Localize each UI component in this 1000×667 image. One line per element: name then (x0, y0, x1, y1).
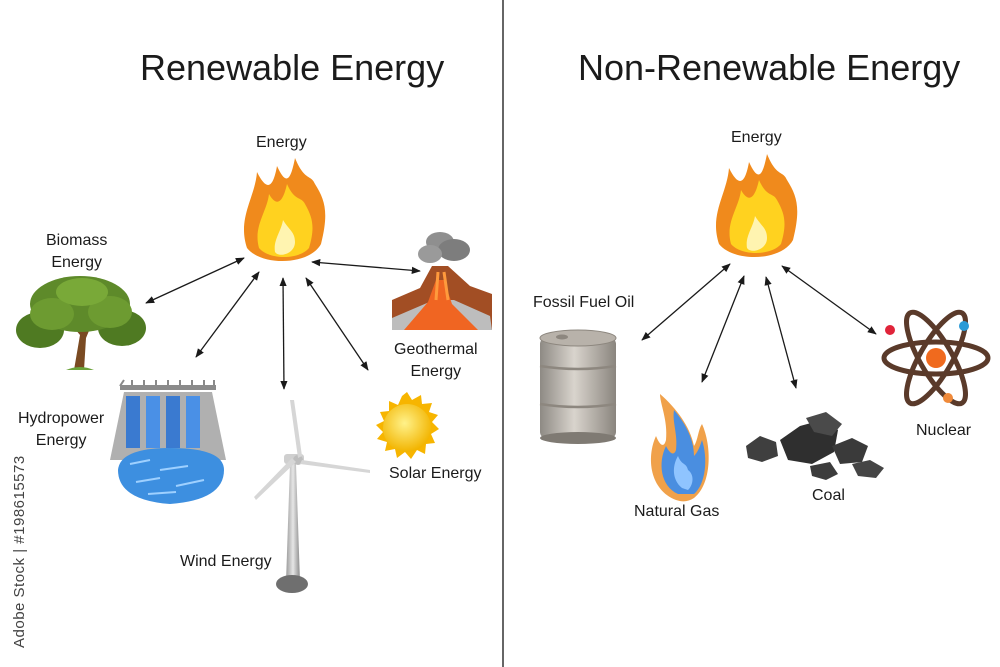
natural-gas-flame-icon (650, 394, 709, 502)
arrow-oil (641, 263, 731, 341)
non-renewable-energy-label: Energy (731, 129, 782, 146)
dam-icon (110, 379, 226, 504)
nuclear-label: Nuclear (916, 422, 972, 439)
arrow-coal (764, 276, 798, 389)
hydropower-label: Hydropower Energy (18, 410, 105, 449)
energy-flame-icon-right (715, 154, 798, 258)
arrow-hydropower (195, 271, 260, 358)
biomass-label: Biomass Energy (46, 232, 108, 271)
non-renewable-title: Non-Renewable Energy (578, 47, 961, 88)
stock-watermark: Adobe Stock | #198615573 (11, 455, 28, 648)
atom-icon (881, 309, 991, 407)
arrow-wind (279, 277, 288, 390)
oil-barrel-icon (539, 329, 617, 444)
arrow-nuclear (781, 265, 877, 335)
sun-icon (376, 392, 439, 459)
volcano-icon (392, 232, 492, 330)
tree-icon (16, 276, 146, 370)
energy-flame-icon (243, 158, 326, 262)
arrow-biomass (145, 257, 245, 304)
gas-label: Natural Gas (634, 503, 720, 520)
wind-turbine-icon (254, 400, 370, 593)
geothermal-label: Geothermal Energy (394, 341, 478, 380)
coal-label: Coal (812, 487, 845, 504)
solar-label: Solar Energy (389, 465, 482, 482)
renewable-energy-label: Energy (256, 134, 307, 151)
arrow-gas (701, 275, 745, 383)
wind-label: Wind Energy (180, 553, 272, 570)
arrow-solar (305, 277, 369, 371)
arrow-geothermal (311, 259, 421, 274)
oil-label: Fossil Fuel Oil (533, 294, 635, 311)
coal-icon (746, 412, 884, 480)
renewable-title: Renewable Energy (140, 47, 445, 88)
